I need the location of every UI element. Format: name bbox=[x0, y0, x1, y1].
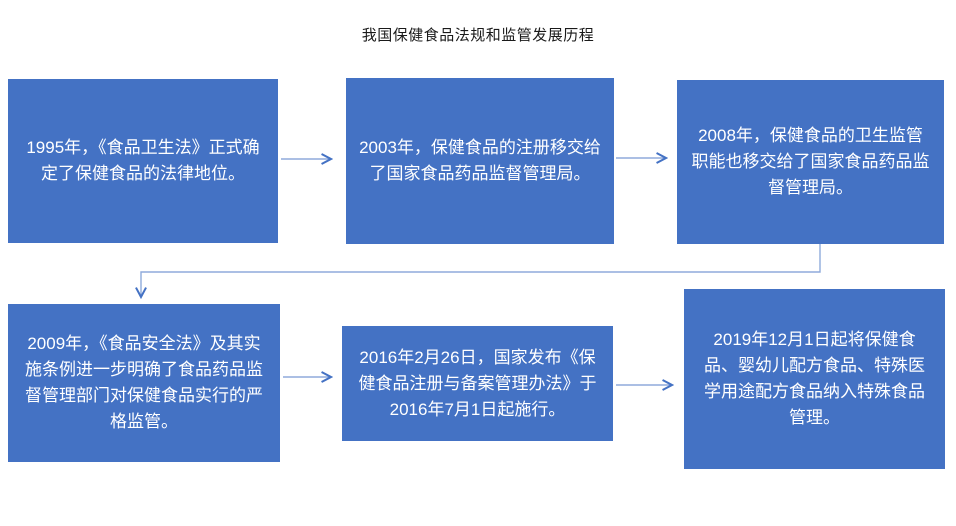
flow-box-1995: 1995年，《食品卫生法》正式确定了保健食品的法律地位。 bbox=[8, 79, 278, 243]
flow-box-2019: 2019年12月1日起将保健食品、婴幼儿配方食品、特殊医学用途配方食品纳入特殊食… bbox=[684, 289, 945, 469]
diagram-title: 我国保健食品法规和监管发展历程 bbox=[361, 27, 595, 44]
flow-box-2009: 2009年，《食品安全法》及其实施条例进一步明确了食品药品监督管理部门对保健食品… bbox=[8, 304, 280, 462]
flow-box-2016: 2016年2月26日，国家发布《保健食品注册与备案管理办法》于2016年7月1日… bbox=[342, 326, 613, 441]
flow-box-2008: 2008年，保健食品的卫生监管职能也移交给了国家食品药品监督管理局。 bbox=[677, 80, 944, 244]
flow-box-2003: 2003年，保健食品的注册移交给了国家食品药品监督管理局。 bbox=[346, 78, 614, 244]
